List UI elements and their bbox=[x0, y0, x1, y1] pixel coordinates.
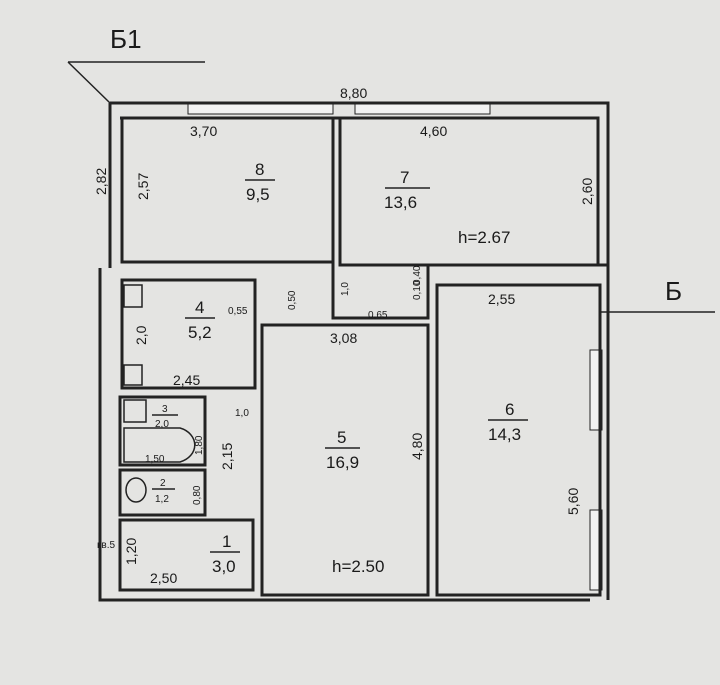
apartment-label: кв.5 bbox=[97, 540, 115, 551]
toilet-icon bbox=[125, 477, 147, 503]
room-7-area: 13,6 bbox=[384, 193, 417, 212]
room-7-ceiling: h=2.67 bbox=[458, 228, 510, 247]
room-8 bbox=[120, 116, 335, 264]
dim-niche-height: 0,50 bbox=[287, 290, 298, 310]
dim-010: 0,10 bbox=[412, 280, 423, 300]
bathtub-icon bbox=[123, 427, 196, 463]
room-1-number: 1 bbox=[222, 532, 231, 551]
room-2-number: 2 bbox=[160, 478, 166, 489]
room-1 bbox=[118, 518, 255, 592]
dim-left-wall: 2,82 bbox=[93, 168, 109, 195]
room-2-area: 1,2 bbox=[155, 494, 169, 505]
room-3 bbox=[118, 395, 207, 467]
room-1-height: 1,20 bbox=[123, 538, 139, 565]
room-4-height: 2,0 bbox=[133, 325, 149, 345]
room-4-width: 2,45 bbox=[173, 372, 200, 388]
room-5-width: 3,08 bbox=[330, 330, 357, 346]
room-5-number: 5 bbox=[337, 428, 346, 447]
room-7-number: 7 bbox=[400, 168, 409, 187]
room-2 bbox=[118, 468, 207, 517]
room-7-height: 2,60 bbox=[579, 178, 595, 205]
dim-065: 0,65 bbox=[368, 310, 388, 321]
room-5-ceiling: h=2.50 bbox=[332, 557, 384, 576]
room-6-number: 6 bbox=[505, 400, 514, 419]
stove-icon bbox=[123, 284, 143, 308]
dim-040: 0,40 bbox=[412, 265, 423, 285]
section-b1-label: Б1 bbox=[110, 24, 142, 54]
room-7-width: 4,60 bbox=[420, 123, 447, 139]
room-2-height: 0,80 bbox=[192, 485, 203, 505]
room-5-height: 4,80 bbox=[409, 433, 425, 460]
room-6 bbox=[435, 283, 602, 597]
room-8-height: 2,57 bbox=[135, 173, 151, 200]
room-4-area: 5,2 bbox=[188, 323, 212, 342]
section-b-label: Б bbox=[665, 276, 682, 306]
room-5 bbox=[260, 323, 430, 597]
room-8-number: 8 bbox=[255, 160, 264, 179]
room-6-area: 14,3 bbox=[488, 425, 521, 444]
room-6-height: 5,60 bbox=[565, 488, 581, 515]
room-3-width: 1,50 bbox=[145, 454, 165, 465]
room-8-area: 9,5 bbox=[246, 185, 270, 204]
dim-overall-width: 8,80 bbox=[340, 85, 367, 101]
outer-wall bbox=[98, 101, 610, 602]
window-room-7 bbox=[354, 103, 491, 115]
room-8-width: 3,70 bbox=[190, 123, 217, 139]
dim-niche-width: 0,55 bbox=[228, 306, 248, 317]
inner-outer-wall bbox=[120, 116, 608, 267]
room-4-number: 4 bbox=[195, 298, 204, 317]
room-1-width: 2,50 bbox=[150, 570, 177, 586]
room-7 bbox=[338, 116, 600, 267]
room-3-number: 3 bbox=[162, 404, 168, 415]
room-6-width: 2,55 bbox=[488, 291, 515, 307]
room-1-area: 3,0 bbox=[212, 557, 236, 576]
window-room-8 bbox=[187, 103, 334, 115]
dim-corridor-215: 2,15 bbox=[219, 443, 235, 470]
room-4 bbox=[120, 278, 257, 390]
room-3-height: 1,80 bbox=[194, 435, 205, 455]
washbasin-icon bbox=[123, 399, 147, 423]
room-5-area: 16,9 bbox=[326, 453, 359, 472]
corridor-wall bbox=[331, 262, 430, 320]
room-3-area: 2,0 bbox=[155, 419, 169, 430]
dim-corridor-1: 1,0 bbox=[340, 282, 351, 296]
sink-icon bbox=[123, 364, 143, 386]
section-line-b1-diag bbox=[67, 61, 111, 104]
dim-door: 1,0 bbox=[235, 408, 249, 419]
